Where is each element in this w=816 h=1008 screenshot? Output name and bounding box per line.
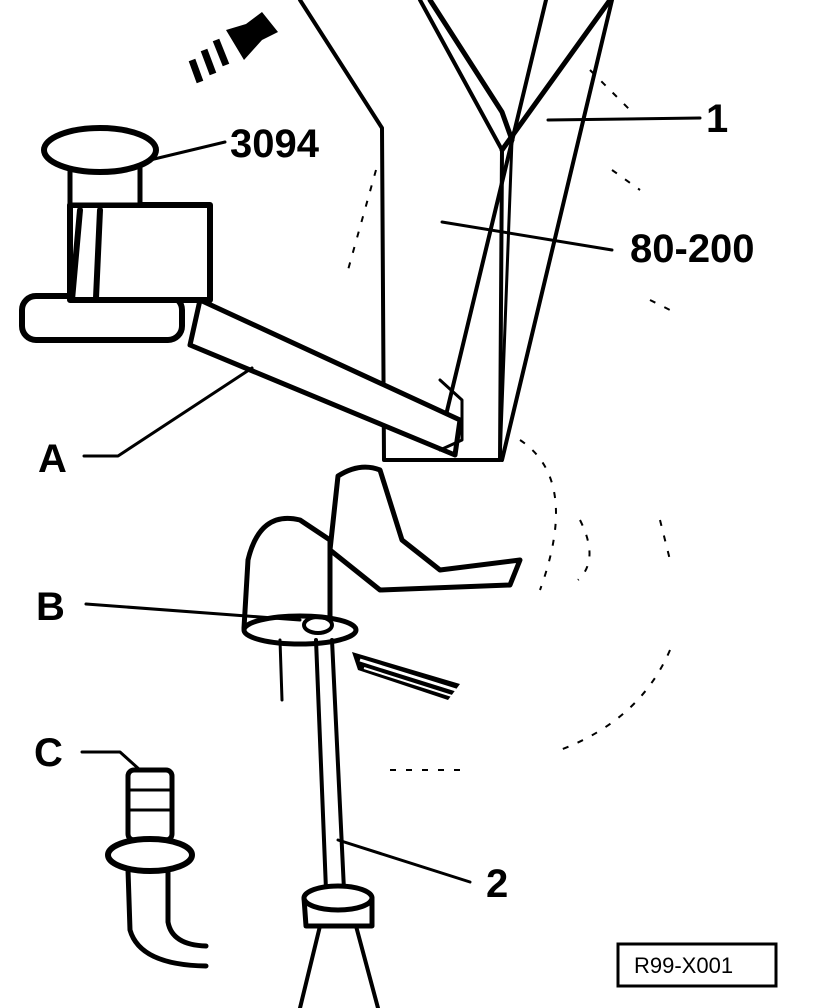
elbow-fitting-b (241, 464, 523, 702)
engine-housing (298, 0, 671, 462)
dipstick-rod (314, 638, 346, 892)
label-part-c: C (34, 731, 63, 775)
direction-arrow-top (188, 12, 278, 84)
collection-bottle (298, 883, 380, 1008)
direction-arrow-middle (352, 652, 460, 700)
label-callout-2: 2 (486, 862, 508, 906)
fitting-c (105, 767, 209, 969)
label-part-b: B (36, 585, 65, 629)
label-callout-1: 1 (706, 97, 728, 141)
reference-code-box: R99-X001 (616, 942, 778, 988)
label-3094: 3094 (230, 122, 320, 166)
tool-a-holder (19, 125, 464, 458)
label-80-200: 80-200 (630, 227, 755, 271)
filter-housing (390, 439, 671, 771)
reference-code: R99-X001 (634, 953, 733, 978)
leader-lines (80, 116, 702, 884)
label-part-a: A (38, 437, 67, 481)
tool-80-200 (438, 0, 614, 462)
